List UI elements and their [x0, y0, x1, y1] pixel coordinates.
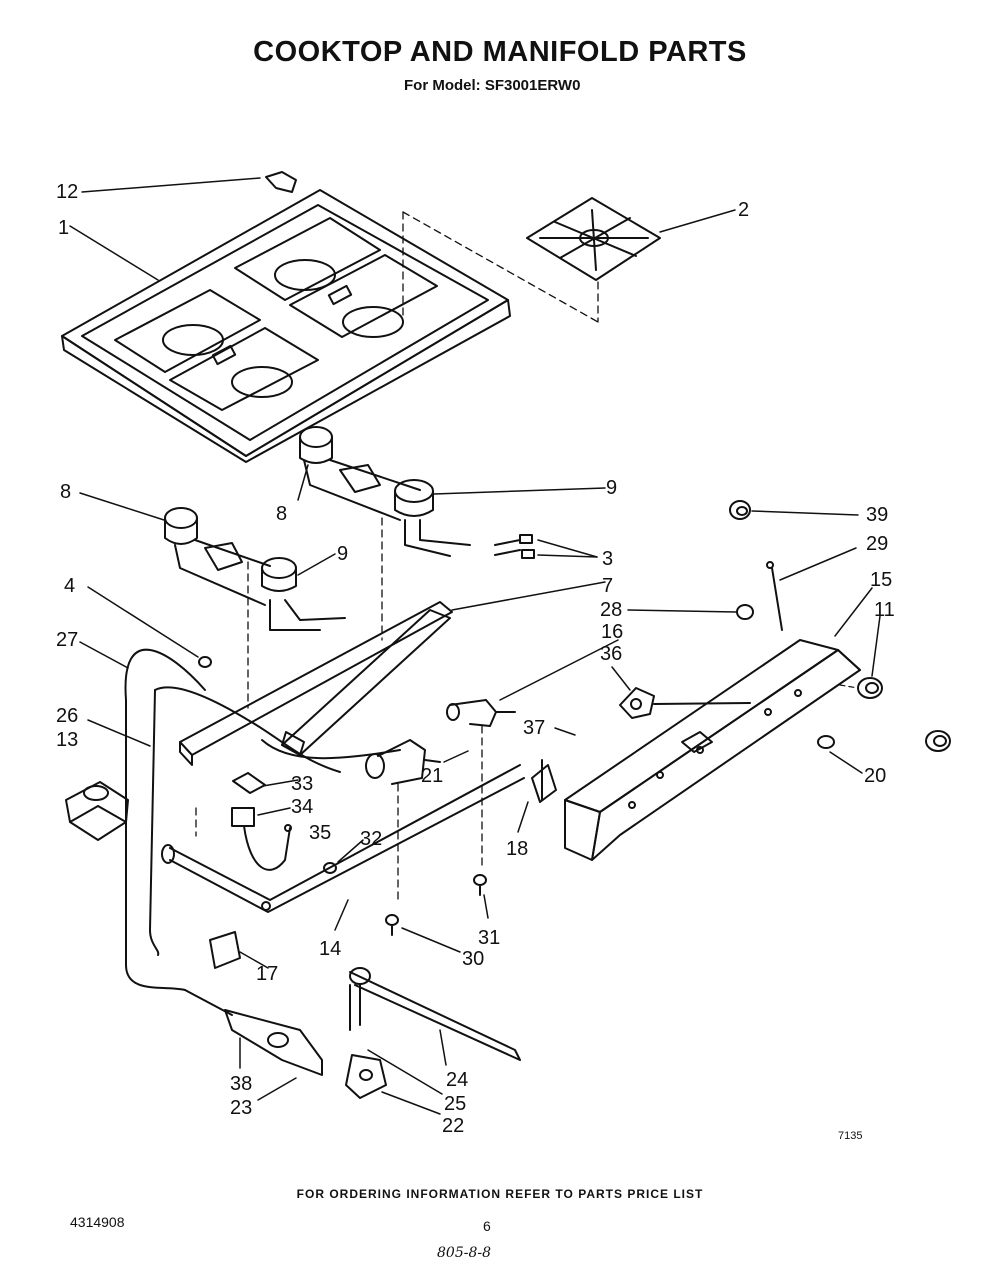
bracket-12	[265, 171, 297, 193]
burner-valve	[446, 699, 516, 871]
label-4: 4	[64, 575, 75, 597]
ignition-components	[231, 772, 292, 871]
assembly-guide-lines	[195, 517, 383, 837]
label-36: 36	[600, 643, 622, 665]
manifold-pipe	[161, 764, 525, 913]
label-35: 35	[309, 822, 331, 844]
label-20: 20	[864, 765, 886, 787]
label-11: 11	[874, 599, 895, 621]
label-9-lower: 9	[337, 543, 348, 565]
bracket-17	[209, 931, 241, 969]
label-16: 16	[601, 621, 623, 643]
label-7: 7	[602, 575, 613, 597]
label-2: 2	[738, 199, 749, 221]
control-knobs	[839, 677, 951, 752]
label-39: 39	[866, 504, 888, 526]
label-29: 29	[866, 533, 888, 555]
handwritten-note: 805-8-8	[437, 1245, 491, 1261]
left-burner-assembly	[164, 507, 346, 631]
page-title: COOKTOP AND MANIFOLD PARTS	[253, 36, 747, 68]
label-1: 1	[58, 217, 69, 239]
gas-supply-tubing	[124, 648, 401, 991]
burner-support-bracket	[179, 601, 453, 766]
spark-electrode-parts	[729, 500, 783, 631]
label-8-upper: 8	[276, 503, 287, 525]
label-38: 38	[230, 1073, 252, 1095]
label-24: 24	[446, 1069, 468, 1091]
page-number: 6	[483, 1218, 491, 1234]
label-12: 12	[56, 181, 78, 203]
label-3: 3	[602, 548, 613, 570]
label-21: 21	[421, 765, 443, 787]
label-32: 32	[360, 828, 382, 850]
cooktop-panel	[61, 189, 511, 463]
burner-grate	[526, 197, 661, 281]
label-13: 13	[56, 729, 78, 751]
oven-burner-assembly	[184, 967, 521, 1099]
document-part-number: 4314908	[70, 1214, 125, 1230]
label-34: 34	[291, 796, 313, 818]
label-17: 17	[256, 963, 278, 985]
right-burner-assembly	[299, 426, 535, 559]
manifold-control-panel	[564, 639, 861, 861]
small-hardware	[531, 687, 751, 803]
label-28: 28	[600, 599, 622, 621]
label-25: 25	[444, 1093, 466, 1115]
model-subtitle: For Model: SF3001ERW0	[404, 77, 581, 94]
part-labels: 12 1 2 8 9 8 9 3 7 4 27 39 29 15 11 28 1…	[56, 181, 895, 1137]
label-23: 23	[230, 1097, 252, 1119]
label-15: 15	[870, 569, 892, 591]
label-14: 14	[319, 938, 341, 960]
label-26: 26	[56, 705, 78, 727]
label-18: 18	[506, 838, 528, 860]
label-30: 30	[462, 948, 484, 970]
alignment-lines	[402, 211, 599, 323]
fasteners	[198, 656, 487, 936]
gas-valve	[365, 739, 441, 901]
pressure-regulator	[65, 781, 129, 841]
label-37: 37	[523, 717, 545, 739]
label-9-upper: 9	[606, 477, 617, 499]
label-33: 33	[291, 773, 313, 795]
label-8-lower: 8	[60, 481, 71, 503]
label-22: 22	[442, 1115, 464, 1137]
label-31: 31	[478, 927, 500, 949]
drawing-code: 7135	[838, 1130, 863, 1142]
label-27: 27	[56, 629, 78, 651]
ordering-info: FOR ORDERING INFORMATION REFER TO PARTS …	[296, 1187, 704, 1201]
leader-lines	[69, 177, 881, 1115]
